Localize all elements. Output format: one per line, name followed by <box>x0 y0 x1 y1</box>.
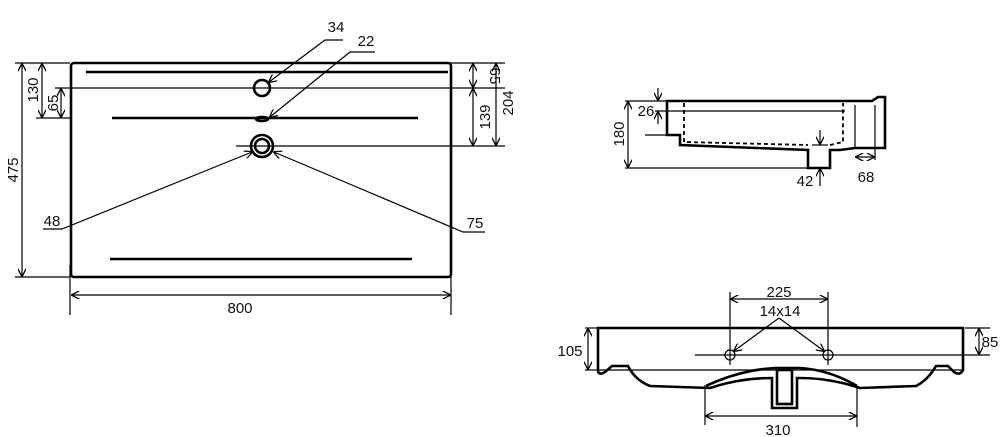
dim-rim: 26 <box>638 103 655 120</box>
dim-width: 800 <box>227 300 252 317</box>
dim-hole-height: 85 <box>982 334 999 351</box>
label-overflow: 22 <box>358 33 375 50</box>
label-drain-outer: 75 <box>467 215 484 232</box>
side-profile <box>665 95 887 170</box>
dim-65-left: 65 <box>45 95 62 112</box>
front-view: 225 14x14 105 85 310 <box>557 284 998 437</box>
dim-side-height: 180 <box>611 121 628 146</box>
dim-bowl-width: 310 <box>765 422 790 437</box>
dim-139: 139 <box>477 104 494 129</box>
dim-back: 68 <box>858 169 875 186</box>
label-drain-inner: 48 <box>44 213 61 230</box>
dim-side-drain: 42 <box>797 173 814 190</box>
label-tap-hole: 34 <box>328 19 345 36</box>
overflow-slot <box>254 115 270 123</box>
dim-depth: 475 <box>5 157 22 182</box>
basin-outline <box>69 61 453 279</box>
dim-front-height: 105 <box>557 343 582 360</box>
dim-65-right: 65 <box>486 68 503 85</box>
dim-hole-spacing: 225 <box>766 284 791 301</box>
top-view: 475 130 65 65 139 204 800 34 22 48 75 <box>5 19 517 317</box>
label-mount-holes: 14x14 <box>760 303 801 320</box>
side-view: 180 26 42 68 <box>611 88 887 190</box>
front-profile <box>596 326 965 410</box>
dim-204: 204 <box>500 90 517 115</box>
dim-130: 130 <box>25 77 42 102</box>
